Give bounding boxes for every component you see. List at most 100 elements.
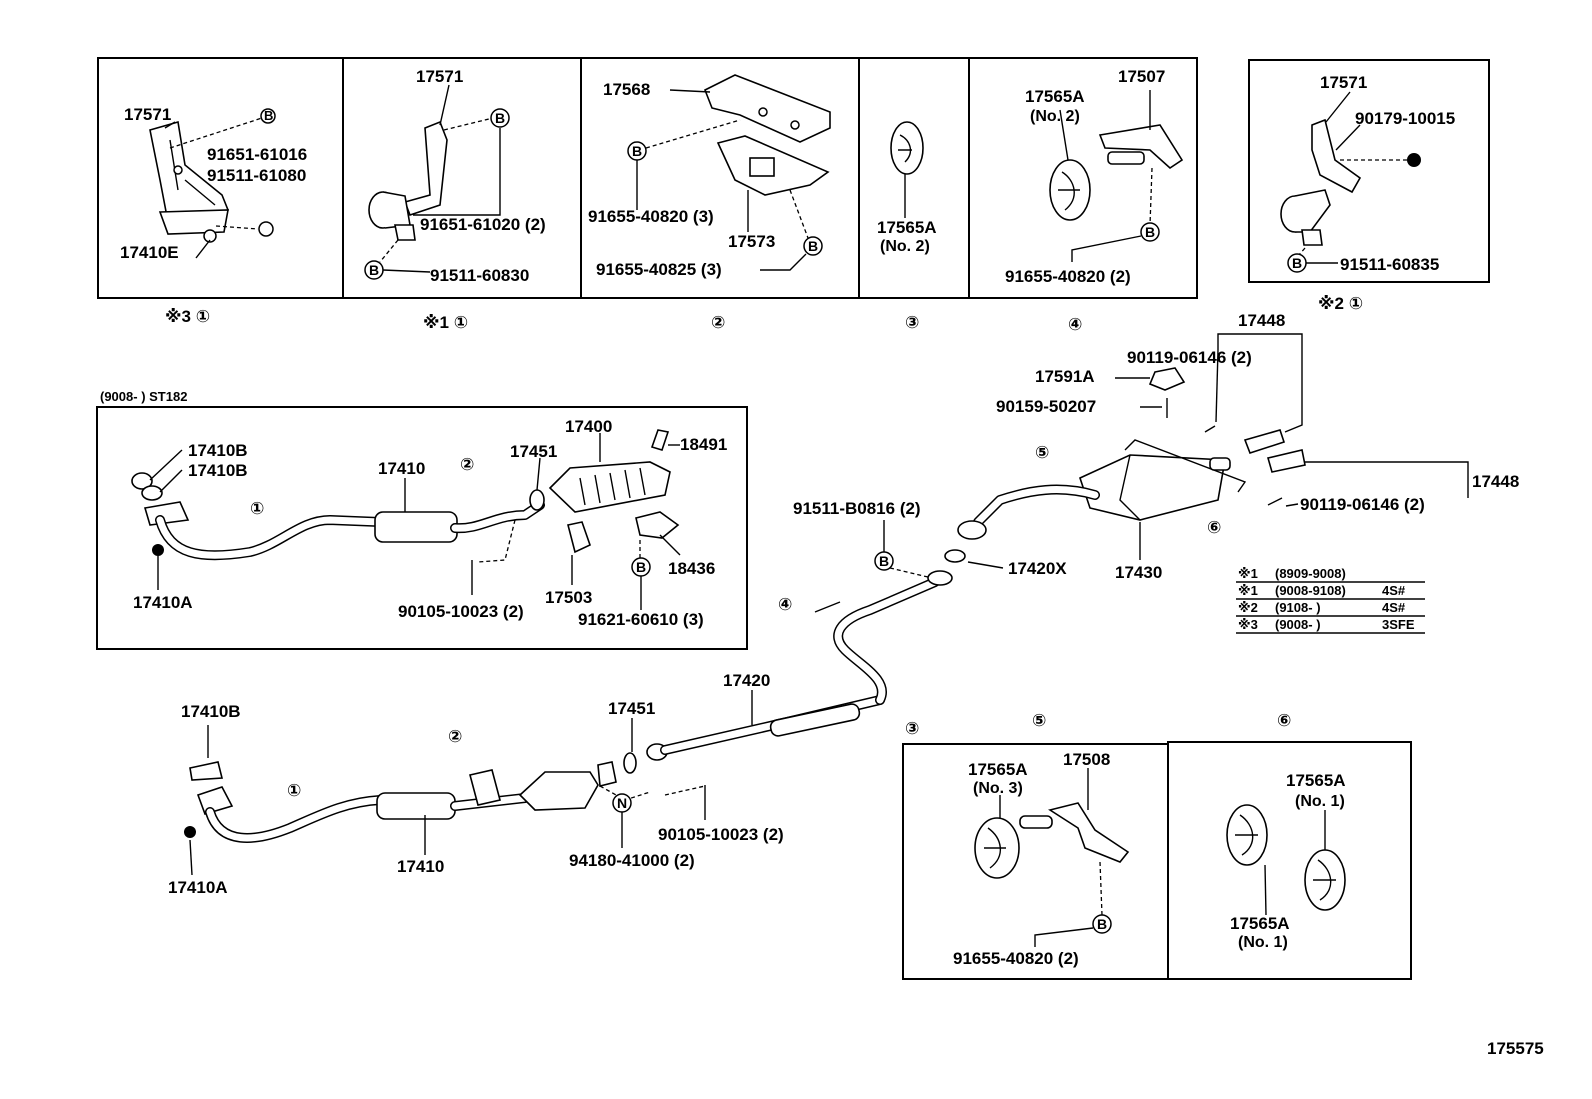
label-b5-17508: 17508 xyxy=(1063,750,1110,769)
label-17410E: 17410E xyxy=(120,243,179,262)
label-17565A-top4: 17565A xyxy=(877,218,937,237)
label-n5-main: ⑤ xyxy=(1035,443,1049,462)
legend-range-2: (9008-9108) xyxy=(1275,583,1346,598)
label-st-n2: ② xyxy=(460,455,474,474)
label-17448-right: 17448 xyxy=(1472,472,1519,491)
label-m-n2: ② xyxy=(448,727,462,746)
label-90159-50207: 90159-50207 xyxy=(996,397,1096,416)
label-st-17410B-a: 17410B xyxy=(188,441,248,460)
st182-header: (9008- ) ST182 xyxy=(100,389,187,404)
label-91655-40820-3: 91655-40820 (3) xyxy=(588,207,714,226)
label-17573: 17573 xyxy=(728,232,775,251)
bolt-marker-letter: B xyxy=(879,553,889,569)
label-91655-40820-2-top: 91655-40820 (2) xyxy=(1005,267,1131,286)
bolt-marker-letter: B xyxy=(632,143,642,159)
detail-6-bracket xyxy=(1280,118,1362,246)
label-n3-main: ③ xyxy=(905,719,919,738)
label-b5-91655: 91655-40820 (2) xyxy=(953,949,1079,968)
label-17568: 17568 xyxy=(603,80,650,99)
label-17565A-top5: 17565A xyxy=(1025,87,1085,106)
caption-box-4: ③ xyxy=(905,313,919,332)
svg-text:B: B xyxy=(264,108,273,123)
bolt-marker-icon xyxy=(260,108,276,124)
bolt-marker-icon xyxy=(258,221,274,237)
detail-box-4 xyxy=(858,57,970,299)
legend-code-2: 4S# xyxy=(1382,583,1406,598)
legend-range-1: (8909-9008) xyxy=(1275,566,1346,581)
label-m-17410B: 17410B xyxy=(181,702,241,721)
caption-box-2: ※1 ① xyxy=(423,313,468,332)
bolt-marker-icon xyxy=(1140,222,1160,242)
label-st-18436: 18436 xyxy=(668,559,715,578)
label-b6-no1-bot: (No. 1) xyxy=(1238,934,1288,951)
label-90179-10015: 90179-10015 xyxy=(1355,109,1455,128)
bolt-marker-icon xyxy=(490,108,510,128)
nut-marker-letter: N xyxy=(617,795,627,811)
label-b5-17565A: 17565A xyxy=(968,760,1028,779)
label-m-17420: 17420 xyxy=(723,671,770,690)
caption-box-6: ※2 ① xyxy=(1318,294,1363,313)
bolt-marker-letter: B xyxy=(636,559,646,575)
label-b6-no1-top: (No. 1) xyxy=(1295,793,1345,810)
legend-code-3: 4S# xyxy=(1382,600,1406,615)
label-m-17410A: 17410A xyxy=(168,878,228,897)
label-91511-61080: 91511-61080 xyxy=(207,166,306,185)
label-n6-main: ⑥ xyxy=(1207,518,1221,537)
detail-6-hanger-parts xyxy=(1226,804,1346,911)
bolt-marker-icon xyxy=(1092,914,1112,934)
legend-range-3: (9108- ) xyxy=(1275,600,1321,615)
label-17571-b: 17571 xyxy=(416,67,463,86)
legend-mark-3: ※2 xyxy=(1238,600,1258,615)
label-st-18491: 18491 xyxy=(680,435,727,454)
label-17448-top: 17448 xyxy=(1238,311,1285,330)
detail-box-5 xyxy=(968,57,1198,299)
figure-id: 175575 xyxy=(1487,1039,1544,1058)
label-st-17451: 17451 xyxy=(510,442,557,461)
caption-box-1: ※3 ① xyxy=(165,307,210,326)
bolt-marker-letter: B xyxy=(1145,224,1155,240)
detail-box-hanger-6 xyxy=(1167,741,1412,980)
label-st-90105: 90105-10023 (2) xyxy=(398,602,524,621)
label-n4-main: ④ xyxy=(778,595,792,614)
label-st-17410B-b: 17410B xyxy=(188,461,248,480)
legend-code-4: 3SFE xyxy=(1382,617,1415,632)
label-91511-60835: 91511-60835 xyxy=(1340,255,1439,274)
nut-icon xyxy=(1407,153,1421,167)
label-91511-60830: 91511-60830 xyxy=(430,266,529,285)
label-st-17410: 17410 xyxy=(378,459,425,478)
label-91651-61016: 91651-61016 xyxy=(207,145,307,164)
detail-1-bracket xyxy=(149,120,230,243)
label-90119-right: 90119-06146 (2) xyxy=(1300,495,1425,514)
bolt-marker-letter: B xyxy=(808,238,818,254)
label-no2-top4: (No. 2) xyxy=(880,238,930,255)
label-91511-B0816: 91511-B0816 (2) xyxy=(793,499,921,518)
main-muffler-assembly xyxy=(944,367,1306,563)
box5-title: ⑤ xyxy=(1032,711,1046,730)
label-91651-61020: 91651-61020 (2) xyxy=(420,215,546,234)
bolt-marker-letter: B xyxy=(495,110,505,126)
st182-exhaust-assembly xyxy=(131,429,680,561)
detail-4-hanger xyxy=(890,121,924,175)
legend-range-4: (9008- ) xyxy=(1275,617,1321,632)
label-st-17410A: 17410A xyxy=(133,593,193,612)
detail-2-bracket xyxy=(368,120,448,241)
label-b5-no3: (No. 3) xyxy=(973,780,1023,797)
detail-5-hanger-parts xyxy=(974,802,1130,879)
label-st-17503: 17503 xyxy=(545,588,592,607)
label-st-n1: ① xyxy=(250,499,264,518)
label-st-17400: 17400 xyxy=(565,417,612,436)
label-m-n1: ① xyxy=(287,781,301,800)
st182-variant-box xyxy=(96,406,748,650)
bolt-marker-letter: B xyxy=(1097,916,1107,932)
detail-3-heat-insulator xyxy=(703,74,831,196)
label-st-91621: 91621-60610 (3) xyxy=(578,610,704,629)
bolt-marker-letter: B xyxy=(369,262,379,278)
main-exhaust-pipe-assembly xyxy=(184,570,953,843)
caption-box-3: ② xyxy=(711,313,725,332)
label-17571: 17571 xyxy=(124,105,171,124)
label-17571-c: 17571 xyxy=(1320,73,1367,92)
label-no2-top5: (No. 2) xyxy=(1030,108,1080,125)
legend-mark-4: ※3 xyxy=(1238,617,1258,632)
label-17430: 17430 xyxy=(1115,563,1162,582)
